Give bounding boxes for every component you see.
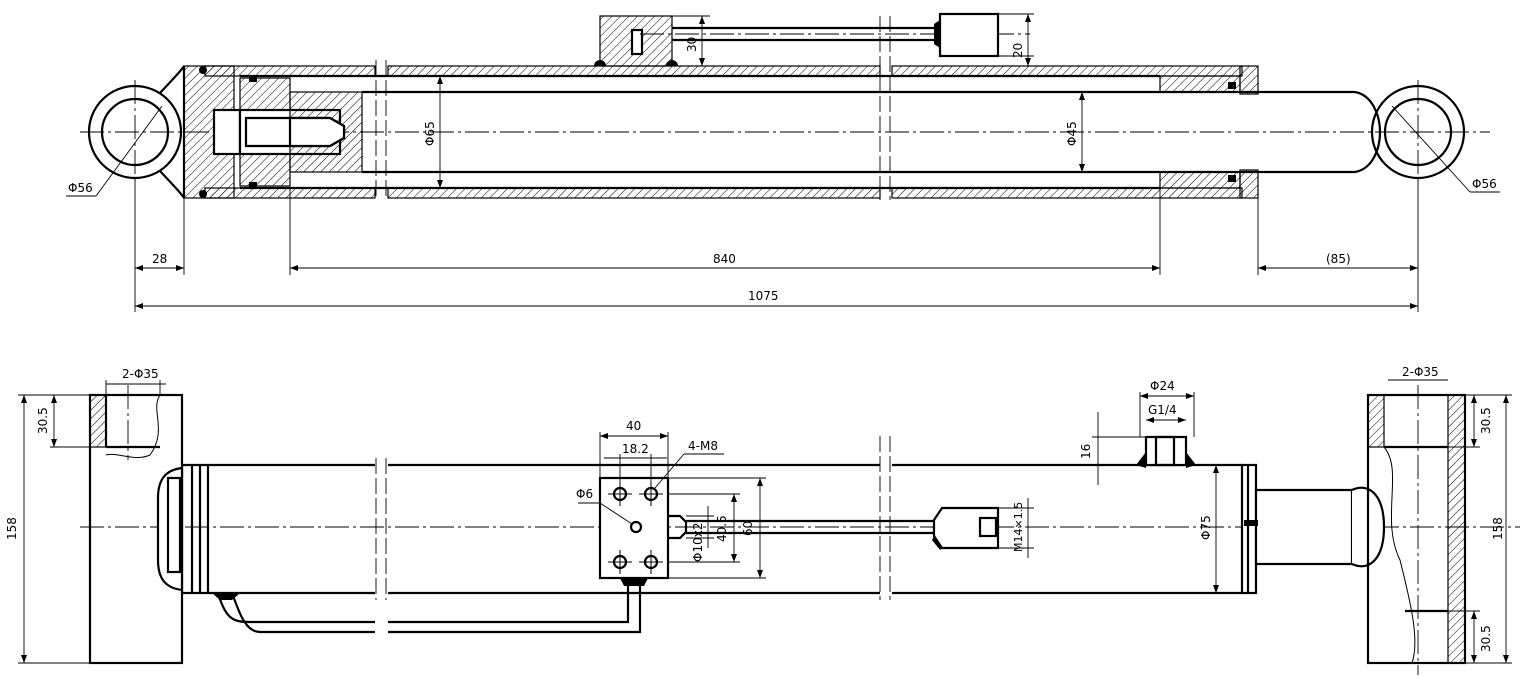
dim-port-offset: 20 bbox=[1011, 43, 1025, 58]
port-block bbox=[598, 476, 688, 586]
top-fitting bbox=[938, 12, 1000, 58]
side-pipe bbox=[212, 580, 642, 634]
dim-boss-dia: Φ24 bbox=[1150, 379, 1175, 393]
dim-fitting-thread: M14×1.5 bbox=[1012, 502, 1025, 552]
dim-small-hole: Φ6 bbox=[576, 487, 593, 501]
top-dimensions: 30 20 Φ65 Φ45 Φ56 Φ56 bbox=[66, 13, 1500, 312]
barrel-side bbox=[182, 436, 1242, 600]
dim-pin-holes-left: 2-Φ35 bbox=[122, 367, 159, 381]
dim-mount-threads: 4-M8 bbox=[688, 439, 718, 453]
dim-total-length: 1075 bbox=[748, 289, 779, 303]
bottom-dimensions: 2-Φ35 2-Φ35 158 30.5 158 30.5 3 bbox=[5, 365, 1512, 664]
right-end bbox=[1240, 463, 1386, 595]
dim-block-width: 40 bbox=[626, 419, 641, 433]
dim-boss-height: 16 bbox=[1079, 444, 1093, 459]
dim-barrel-dia: Φ75 bbox=[1199, 515, 1213, 540]
dim-lug-height-right: 158 bbox=[1491, 517, 1505, 540]
top-break-lines bbox=[375, 16, 891, 200]
dim-block-height: 60 bbox=[741, 521, 755, 536]
dim-stroke: 840 bbox=[713, 252, 736, 266]
dim-eye-left: Φ56 bbox=[68, 181, 93, 195]
boss bbox=[1136, 435, 1196, 468]
dim-rod-extension: (85) bbox=[1326, 252, 1351, 266]
dim-eye-right: Φ56 bbox=[1472, 177, 1497, 191]
dim-head-length: 28 bbox=[152, 252, 167, 266]
dim-lug-offset-right-top: 30.5 bbox=[1479, 407, 1493, 434]
piston-section bbox=[238, 75, 363, 189]
dim-lug-offset-left: 30.5 bbox=[36, 407, 50, 434]
dim-port-height: 30 bbox=[685, 37, 699, 52]
dim-hole-spacing: 18.2 bbox=[622, 442, 649, 456]
dim-hole-vert: 40.5 bbox=[715, 515, 729, 542]
dim-boss-thread: G1/4 bbox=[1148, 403, 1177, 417]
left-collar bbox=[156, 465, 210, 593]
right-lug bbox=[1366, 385, 1467, 675]
right-eye bbox=[1370, 80, 1466, 184]
dim-lug-height-left: 158 bbox=[5, 517, 19, 540]
bottom-tube bbox=[686, 506, 1000, 550]
dim-lug-offset-right-bottom: 30.5 bbox=[1479, 625, 1493, 652]
dim-bore: Φ65 bbox=[423, 121, 437, 146]
right-gland-section bbox=[1159, 65, 1259, 199]
dim-port-dia: Φ10x2 bbox=[691, 523, 705, 562]
dim-pin-holes-right: 2-Φ35 bbox=[1402, 365, 1439, 379]
top-section-view: 30 20 Φ65 Φ45 Φ56 Φ56 bbox=[66, 12, 1500, 312]
dim-rod: Φ45 bbox=[1065, 121, 1079, 146]
top-port-block bbox=[594, 12, 1030, 67]
left-head-bolt bbox=[212, 108, 242, 156]
bottom-side-view: 2-Φ35 2-Φ35 158 30.5 158 30.5 3 bbox=[5, 365, 1520, 675]
